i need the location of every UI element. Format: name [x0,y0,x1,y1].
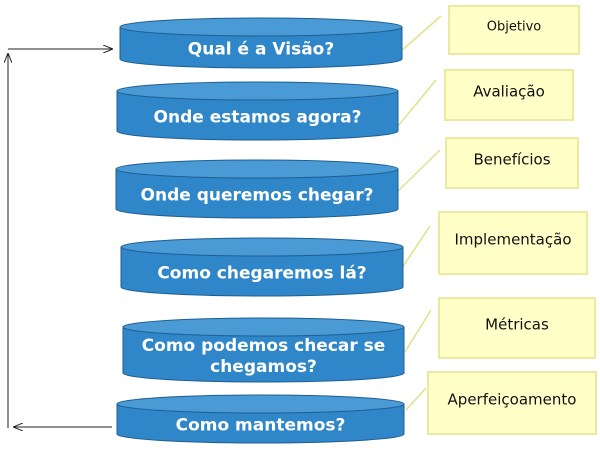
note-box-background [448,5,580,55]
stage-label: Como podemos checar se [142,336,386,356]
note-box-background [438,211,588,275]
stage-label: Como mantemos? [176,416,346,436]
stage-label: Onde estamos agora? [154,108,362,128]
stage-cylinder-1: Qual é a Visão? [119,17,403,69]
stage-label: chegamos? [210,357,317,377]
stage-cylinder-6: Como mantemos? [116,394,405,444]
note-box-background [427,371,597,435]
note-box-background [445,137,579,189]
cylinder-top [122,317,405,337]
cylinder-body [115,168,399,219]
note-box-background [438,297,596,359]
note-box-3: Benefícios [445,137,579,189]
connector-line-1 [399,15,442,53]
note-label: Benefícios [473,151,550,169]
note-label: Implementação [455,231,572,249]
cylinder-top [116,394,405,414]
stage-label: Qual é a Visão? [188,40,334,60]
note-box-6: Aperfeiçoamento [427,371,597,435]
stage-cylinder-3: Onde queremos chegar? [115,159,399,219]
note-box-background [444,69,574,121]
cylinder-body [119,26,403,69]
note-box-1: Objetivo [448,5,580,55]
stage-stack: Qual é a Visão? Onde estamos agora? Onde q… [115,17,405,444]
cylinder-top [119,17,403,37]
note-label: Objetivo [487,20,541,35]
cylinder-top [120,237,404,257]
note-boxes: ObjetivoAvaliaçãoBenefíciosImplementação… [427,5,597,435]
note-box-4: Implementação [438,211,588,275]
stage-label: Onde queremos chegar? [141,186,374,206]
connector-line-6 [405,387,427,411]
cylinder-top [116,81,399,101]
note-label: Métricas [485,316,549,334]
cylinder-body [120,246,404,297]
stage-label: Como chegaremos lá? [157,264,366,284]
note-box-5: Métricas [438,297,596,359]
note-label: Avaliação [473,83,545,101]
cylinder-body [116,90,399,141]
cylinder-top [115,159,399,179]
stage-cylinder-2: Onde estamos agora? [116,81,399,141]
cylinder-body [122,326,405,383]
connector-line-4 [401,225,431,269]
connector-line-2 [397,79,437,127]
note-box-2: Avaliação [444,69,574,121]
connector-line-3 [395,149,441,194]
connector-line-5 [404,309,432,353]
feedback-loop-arrow [8,49,112,428]
stage-cylinder-4: Como chegaremos lá? [120,237,404,297]
note-connectors [395,15,442,411]
note-label: Aperfeiçoamento [448,391,577,409]
cylinder-body [116,403,405,444]
